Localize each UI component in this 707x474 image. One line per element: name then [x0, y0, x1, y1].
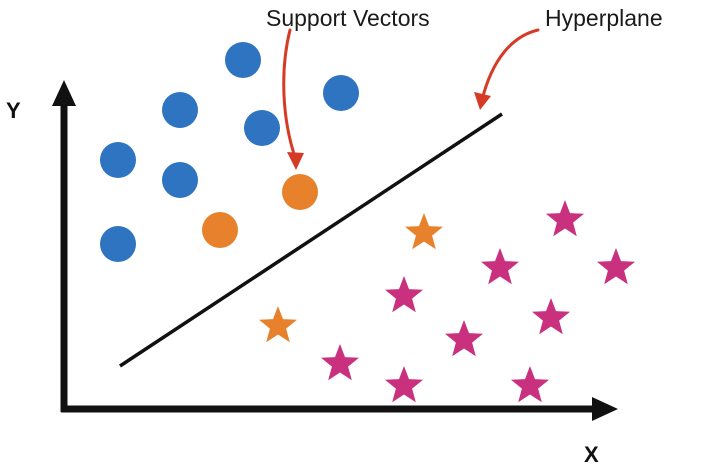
star-point: [481, 248, 519, 285]
support-vectors-arrowhead: [287, 152, 304, 170]
hyperplane-label: Hyperplane: [545, 5, 663, 31]
support-vectors-arrow: [282, 28, 298, 162]
y-axis-arrowhead: [52, 80, 76, 106]
support-vectors-label: Support Vectors: [266, 5, 430, 31]
support-vector-star: [259, 306, 297, 343]
annotation-arrows: [282, 28, 540, 170]
support-vector-circle: [282, 174, 318, 210]
y-axis-label: Y: [6, 98, 21, 123]
circle-point: [323, 75, 359, 111]
circle-point: [225, 42, 261, 78]
star-class: [259, 200, 635, 403]
x-axis-label: X: [584, 442, 599, 467]
circle-point: [162, 92, 198, 128]
star-point: [445, 320, 483, 357]
hyperplane-arrow: [480, 28, 540, 102]
x-axis-arrowhead: [592, 397, 618, 421]
star-point: [546, 200, 584, 237]
star-point: [385, 276, 423, 313]
support-vector-circle: [202, 212, 238, 248]
star-point: [321, 344, 359, 381]
circle-point: [100, 226, 136, 262]
star-point: [511, 366, 549, 403]
star-point: [597, 248, 635, 285]
circle-point: [162, 162, 198, 198]
circle-point: [100, 142, 136, 178]
star-point: [385, 366, 423, 403]
hyperplane-arrowhead: [474, 92, 491, 110]
support-vector-star: [405, 213, 443, 250]
star-point: [532, 298, 570, 335]
support-vector-circles: [202, 174, 318, 248]
axes: Y X: [6, 80, 618, 467]
hyperplane-line: [119, 112, 503, 368]
circle-class: [100, 42, 359, 262]
circle-point: [244, 110, 280, 146]
